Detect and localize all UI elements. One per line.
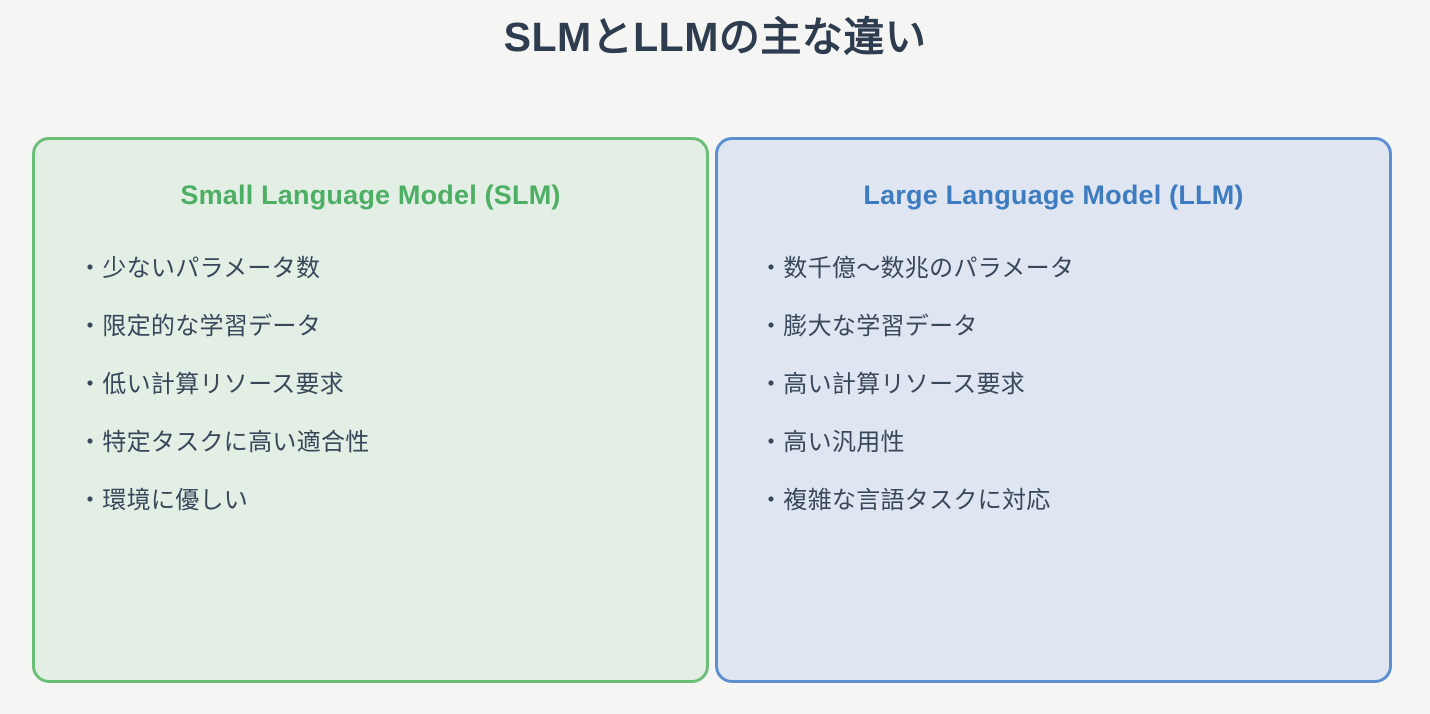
list-item: ・環境に優しい	[78, 487, 249, 515]
comparison-columns: Small Language Model (SLM) ・少ないパラメータ数 ・限…	[32, 137, 1392, 683]
list-item: ・複雑な言語タスクに対応	[759, 487, 1051, 515]
list-item: ・膨大な学習データ	[759, 313, 978, 341]
card-slm-feature-list: ・少ないパラメータ数 ・限定的な学習データ ・低い計算リソース要求 ・特定タスク…	[35, 240, 706, 530]
card-slm-header: Small Language Model (SLM)	[180, 180, 561, 210]
list-item: ・高い汎用性	[759, 429, 905, 457]
page-title: SLMとLLMの主な違い	[503, 14, 927, 60]
card-llm-feature-list: ・数千億〜数兆のパラメータ ・膨大な学習データ ・高い計算リソース要求 ・高い汎…	[718, 240, 1389, 530]
list-item: ・少ないパラメータ数	[78, 255, 321, 283]
list-item: ・限定的な学習データ	[78, 313, 321, 341]
list-item: ・低い計算リソース要求	[78, 371, 345, 399]
list-item: ・特定タスクに高い適合性	[78, 429, 370, 457]
card-llm: Large Language Model (LLM) ・数千億〜数兆のパラメータ…	[715, 137, 1392, 683]
card-llm-header: Large Language Model (LLM)	[863, 180, 1244, 210]
list-item: ・高い計算リソース要求	[759, 371, 1026, 399]
card-slm: Small Language Model (SLM) ・少ないパラメータ数 ・限…	[32, 137, 709, 683]
list-item: ・数千億〜数兆のパラメータ	[759, 255, 1075, 283]
